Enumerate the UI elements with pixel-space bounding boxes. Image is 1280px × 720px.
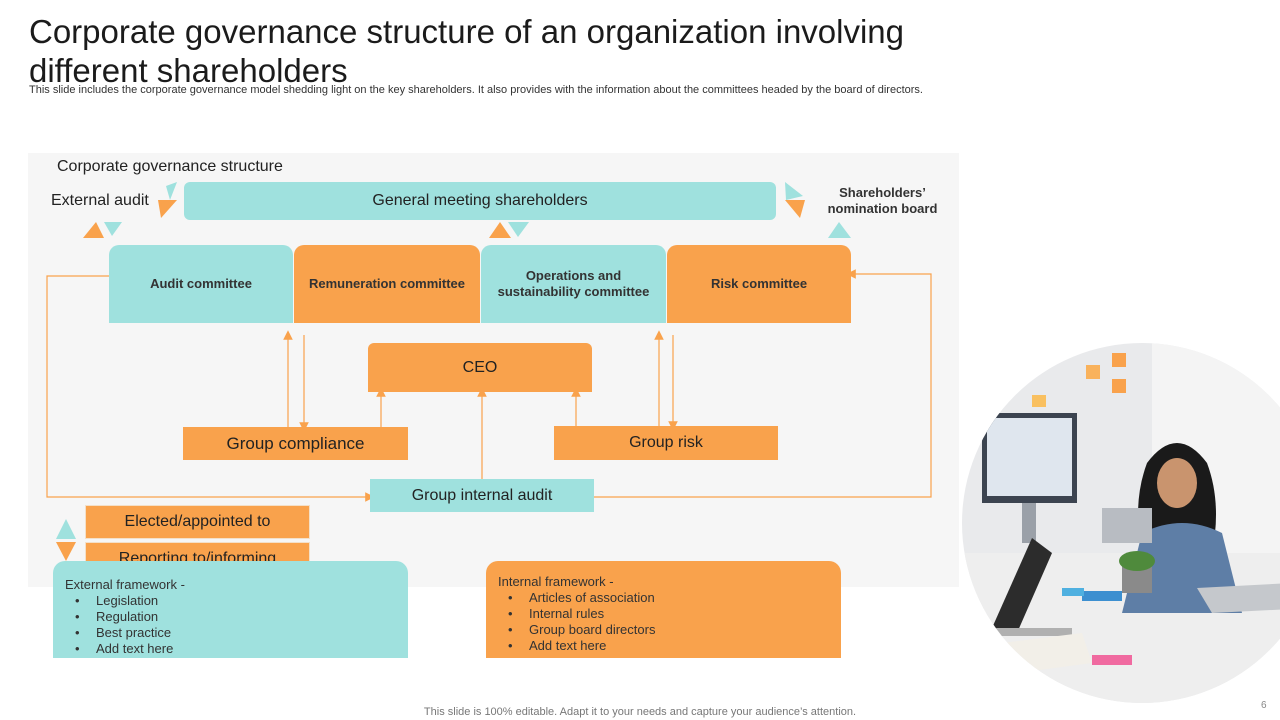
list-item: Legislation xyxy=(75,593,396,609)
external-audit-label: External audit xyxy=(51,192,149,209)
list-item: Best practice xyxy=(75,625,396,641)
list-item: Articles of association xyxy=(508,590,829,606)
triangle-teal-icon xyxy=(785,182,803,200)
right-loop-line xyxy=(594,269,932,498)
internal-framework-heading: Internal framework - xyxy=(498,574,614,589)
slide-title: Corporate governance structure of an org… xyxy=(29,13,905,89)
group-compliance-box: Group compliance xyxy=(183,427,408,460)
group-internal-audit-box: Group internal audit xyxy=(370,479,594,512)
triangle-orange-icon xyxy=(83,222,104,238)
triangle-teal-icon xyxy=(56,519,76,539)
remuneration-committee-box: Remuneration committee xyxy=(294,245,480,323)
list-item: Regulation xyxy=(75,609,396,625)
triangle-orange-icon xyxy=(785,200,805,218)
triangle-orange-icon xyxy=(158,200,177,218)
internal-framework-box: Internal framework - Articles of associa… xyxy=(486,561,841,658)
internal-framework-list: Articles of association Internal rules G… xyxy=(498,590,829,654)
list-item: Internal rules xyxy=(508,606,829,622)
list-item: Add text here xyxy=(508,638,829,654)
triangle-orange-icon xyxy=(489,222,511,238)
risk-committee-box: Risk committee xyxy=(667,245,851,323)
triangle-teal-icon xyxy=(166,182,177,200)
triangle-teal-icon xyxy=(104,222,122,236)
nomination-board-label: Shareholders’ nomination board xyxy=(827,185,938,216)
list-item: Add text here xyxy=(75,641,396,657)
list-item: Group board directors xyxy=(508,622,829,638)
general-meeting-box: General meeting shareholders xyxy=(184,182,776,220)
footer-note: This slide is 100% editable. Adapt it to… xyxy=(423,706,857,718)
office-photo xyxy=(962,343,1280,703)
operations-committee-box: Operations and sustainability committee xyxy=(481,245,666,323)
legend-elected: Elected/appointed to xyxy=(85,505,310,539)
triangle-teal-icon xyxy=(828,222,851,238)
audit-committee-box: Audit committee xyxy=(109,245,293,323)
group-risk-box: Group risk xyxy=(554,426,778,460)
office-photo-illustration xyxy=(962,343,1280,703)
external-framework-box: External framework - Legislation Regulat… xyxy=(53,561,408,658)
external-framework-heading: External framework - xyxy=(65,577,185,592)
ceo-box: CEO xyxy=(368,343,592,392)
left-loop-line xyxy=(46,275,375,502)
panel-title: Corporate governance structure xyxy=(57,158,283,175)
triangle-teal-icon xyxy=(508,222,529,237)
slide-subtitle: This slide includes the corporate govern… xyxy=(29,84,923,96)
triangle-orange-icon xyxy=(56,542,76,561)
external-framework-list: Legislation Regulation Best practice Add… xyxy=(65,593,396,657)
page-number: 6 xyxy=(1261,700,1267,711)
